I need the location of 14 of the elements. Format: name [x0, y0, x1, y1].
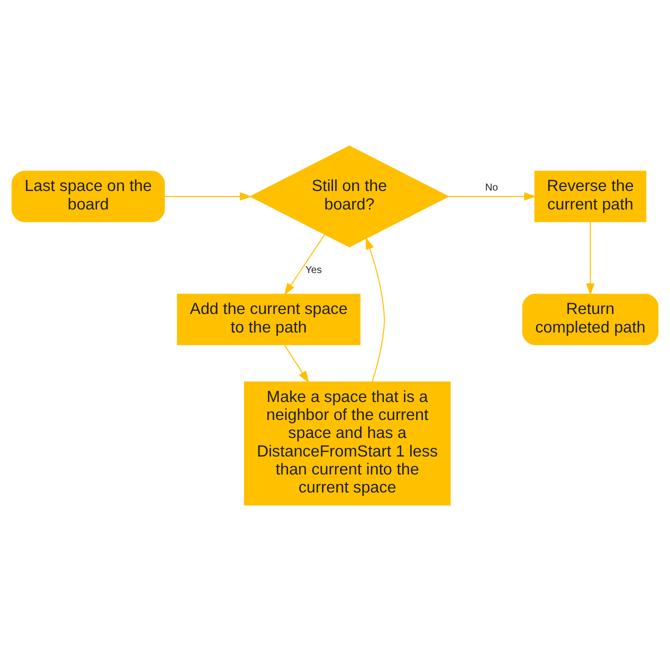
node-box: Reverse the current path: [534, 170, 646, 222]
arrow: [284, 234, 326, 295]
arrow: [586, 221, 595, 296]
node-box: Add the current space to the path: [176, 293, 360, 345]
arrow: [366, 236, 385, 382]
arrow: [164, 192, 252, 200]
edge-label: Yes: [305, 264, 322, 276]
arrow: [284, 344, 310, 383]
edge-label: No: [485, 182, 498, 193]
node-box: Last space on the board: [12, 170, 165, 222]
node-diamond: Still on the board?: [249, 144, 450, 247]
node-box: Make a space that is a neighbor of the current space and has a DistanceFromStart 1 less than current into the current space: [244, 380, 451, 505]
node-box: Return completed path: [522, 293, 658, 345]
arrow: [448, 192, 536, 200]
